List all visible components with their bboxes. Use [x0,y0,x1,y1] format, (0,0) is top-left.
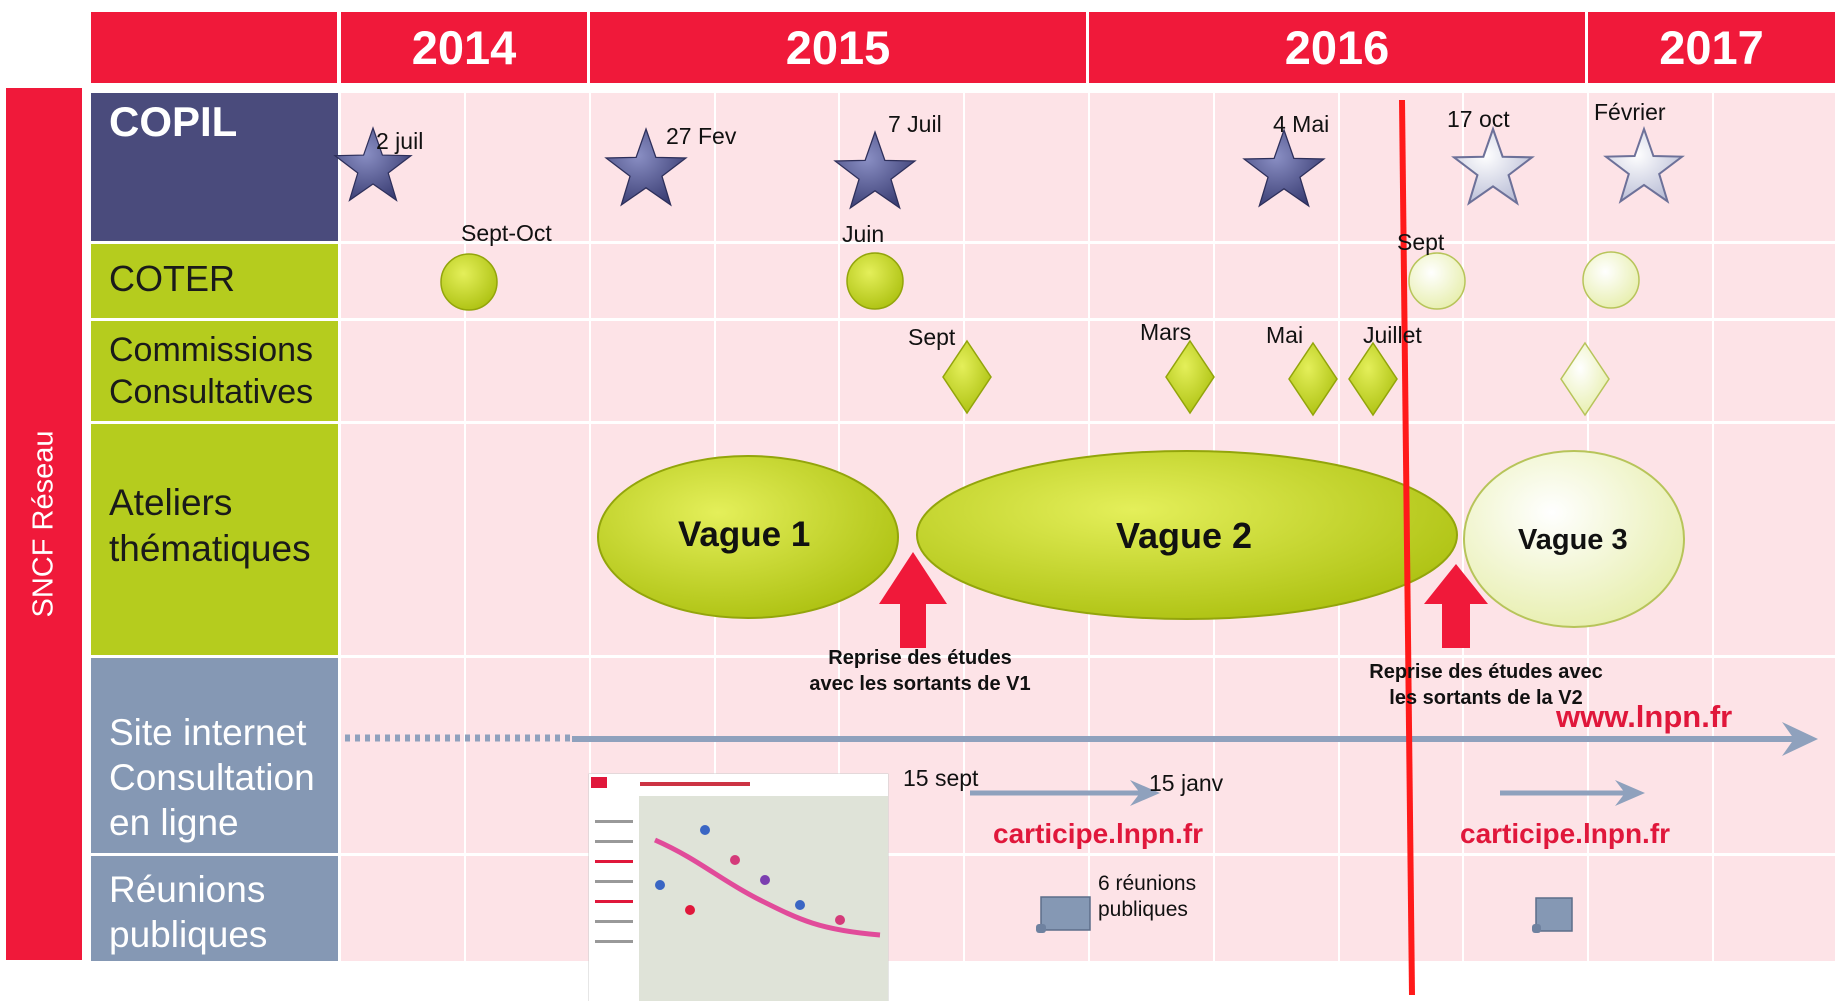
star-icon [333,126,413,202]
year-2017: 2017 [1588,12,1835,83]
star-icon [604,127,688,207]
consultation-start-label: 15 sept [903,765,979,791]
wave-2-label: Vague 2 [1116,515,1253,556]
coter-event-label: Juin [842,221,885,247]
star-icon [833,130,917,210]
commission-event-label: Sept [908,324,956,350]
reunions-note: 6 réunions publiques [1098,871,1196,923]
year-2015: 2015 [590,12,1086,83]
commission-event-label: Mars [1140,319,1192,345]
grid-column-divider [1712,93,1714,961]
row-label-copil: COPIL [91,93,338,241]
row-label-site-line3: en ligne [109,802,239,843]
scroll-icon [1532,897,1573,933]
reprise-v1-line1: Reprise des études [828,647,1012,669]
row-label-ateliers-line1: Ateliers [109,482,233,523]
diamond-icon-future [1560,341,1610,417]
row-divider [91,241,1835,244]
row-divider [91,853,1835,856]
row-label-site-line1: Site internet [109,712,307,753]
row-divider [91,318,1835,321]
circle-icon-future [1408,252,1466,310]
commission-event-label: Juillet [1363,322,1422,348]
row-label-reunions-line2: publiques [109,914,268,955]
row-label-copil-text: COPIL [109,98,238,145]
copil-event-label: 4 Mai [1273,111,1330,137]
site-url-link[interactable]: www.lnpn.fr [1556,699,1733,734]
star-icon [1242,128,1326,208]
reunions-note-line1: 6 réunions [1098,872,1197,895]
row-label-site-line2: Consultation [109,757,315,798]
right-arrow-icon [1782,722,1818,756]
commission-event-label: Mai [1266,322,1304,348]
grid-column-divider [1462,93,1464,961]
right-arrow-icon [1615,780,1645,806]
diamond-icon [1348,341,1398,417]
wave-1-shape [597,455,899,619]
right-arrow-icon [1130,780,1160,806]
wave-3-label: Vague 3 [1518,524,1628,556]
reprise-v2-line1: Reprise des études avec [1369,661,1603,683]
wave-2-shape [916,450,1458,620]
copil-event-label: 27 Fev [666,123,737,149]
row-label-ateliers: Ateliers thématiques [91,424,338,655]
circle-icon [440,253,498,311]
diamond-icon [1165,339,1215,415]
grid-column-divider [339,93,341,961]
carticipe-link-1[interactable]: carticipe.lnpn.fr [993,818,1204,849]
diamond-icon [942,339,992,415]
reunions-note-line2: publiques [1098,898,1188,921]
reprise-v2-line2: les sortants de la V2 [1389,687,1583,709]
reprise-v2-note: Reprise des études avec les sortants de … [1346,659,1626,711]
up-arrow-icon [879,552,947,648]
coter-event-label: Sept-Oct [461,220,552,246]
wave-1-label: Vague 1 [678,515,811,554]
circle-icon-future [1582,251,1640,309]
row-label-site: Site internet Consultation en ligne [91,658,338,853]
sidebar [6,88,82,960]
star-icon-future [1451,125,1535,206]
consultation-end-label: 15 janv [1149,770,1224,796]
row-label-commissions-line1: Commissions [109,331,314,369]
row-label-commissions-line2: Consultatives [109,373,314,411]
row-divider [91,655,1835,658]
grid-column-divider [464,93,466,961]
wave-3-shape [1463,450,1685,628]
copil-event-label: 2 juil [376,128,424,154]
carticipe-link-2[interactable]: carticipe.lnpn.fr [1460,818,1671,849]
copil-event-label: 7 Juil [888,111,942,137]
row-label-ateliers-line2: thématiques [109,528,311,569]
scroll-icon [1036,896,1091,933]
row-label-reunions-line1: Réunions [109,869,266,910]
diamond-icon [1288,341,1338,417]
carticipe-thumbnail [588,773,889,1001]
copil-event-label: 17 oct [1447,106,1510,132]
row-label-commissions: Commissions Consultatives [91,321,338,421]
circle-icon [846,252,904,310]
row-label-reunions: Réunions publiques [91,856,338,961]
row-divider [91,421,1835,424]
star-icon-future [1603,125,1685,204]
row-label-coter-text: COTER [109,258,235,299]
year-2016: 2016 [1089,12,1585,83]
grid-column-divider [589,93,591,961]
today-marker-line [1399,99,1415,996]
row-label-coter: COTER [91,244,338,318]
reprise-v1-line2: avec les sortants de V1 [809,673,1031,695]
up-arrow-icon [1424,564,1488,648]
coter-event-label: Sept [1397,229,1445,255]
header-corner [91,12,337,83]
copil-event-label: Février [1594,99,1666,125]
year-2014: 2014 [341,12,587,83]
reprise-v1-note: Reprise des études avec les sortants de … [790,645,1050,697]
